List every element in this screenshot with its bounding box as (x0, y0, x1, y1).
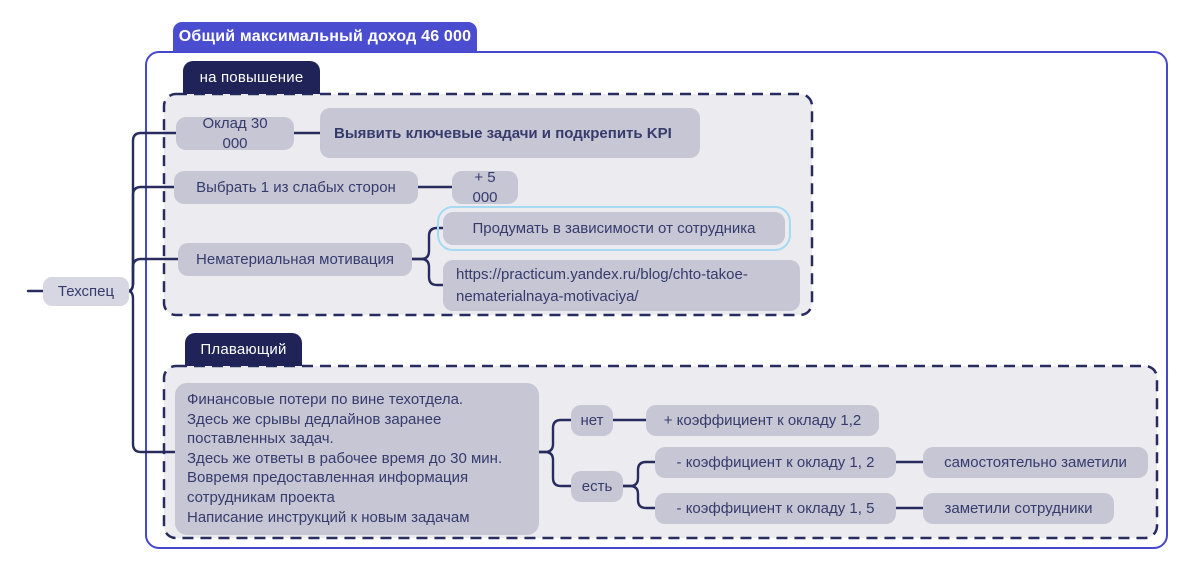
node-nonmaterial-motivation[interactable]: Нематериальная мотивация (178, 243, 412, 276)
group-tab-floating[interactable]: Плавающий (185, 333, 302, 366)
group-tab-raise[interactable]: на повышение (183, 61, 320, 94)
connector-yes-coef15 (621, 484, 657, 510)
node-weakness[interactable]: Выбрать 1 из слабых сторон (174, 171, 418, 204)
connector-root-motivation (126, 257, 180, 293)
node-noticed-employees[interactable]: заметили сотрудники (923, 493, 1114, 524)
node-bonus-5000[interactable]: + 5 000 (452, 169, 518, 206)
node-motivation-link[interactable]: https://practicum.yandex.ru/blog/chto-ta… (443, 260, 800, 311)
connector-motivation-link (410, 257, 445, 287)
node-coef-1-2-plus[interactable]: + коэффициент к окладу 1,2 (646, 405, 879, 436)
node-floating-criteria[interactable]: Финансовые потери по вине техотдела. Зде… (175, 383, 539, 536)
node-no[interactable]: нет (571, 405, 613, 436)
node-think-per-employee-selected[interactable]: Продумать в зависимости от сотрудника (437, 206, 791, 251)
connectors (26, 131, 925, 510)
connector-criteria-yes (537, 450, 573, 488)
node-noticed-self[interactable]: самостоятельно заметили (923, 447, 1148, 478)
node-coef-1-2-minus[interactable]: - коэффициент к окладу 1, 2 (655, 447, 896, 478)
node-kpi-task[interactable]: Выявить ключевые задачи и подкрепить KPI (320, 108, 700, 158)
node-salary[interactable]: Оклад 30 000 (176, 115, 294, 152)
node-coef-1-5-minus[interactable]: - коэффициент к окладу 1, 5 (655, 493, 896, 524)
node-root-techspec[interactable]: Техспец (43, 277, 129, 306)
main-topic-title[interactable]: Общий максимальный доход 46 000 (173, 22, 477, 52)
node-yes[interactable]: есть (571, 471, 623, 502)
connector-root-criteria (126, 289, 177, 454)
